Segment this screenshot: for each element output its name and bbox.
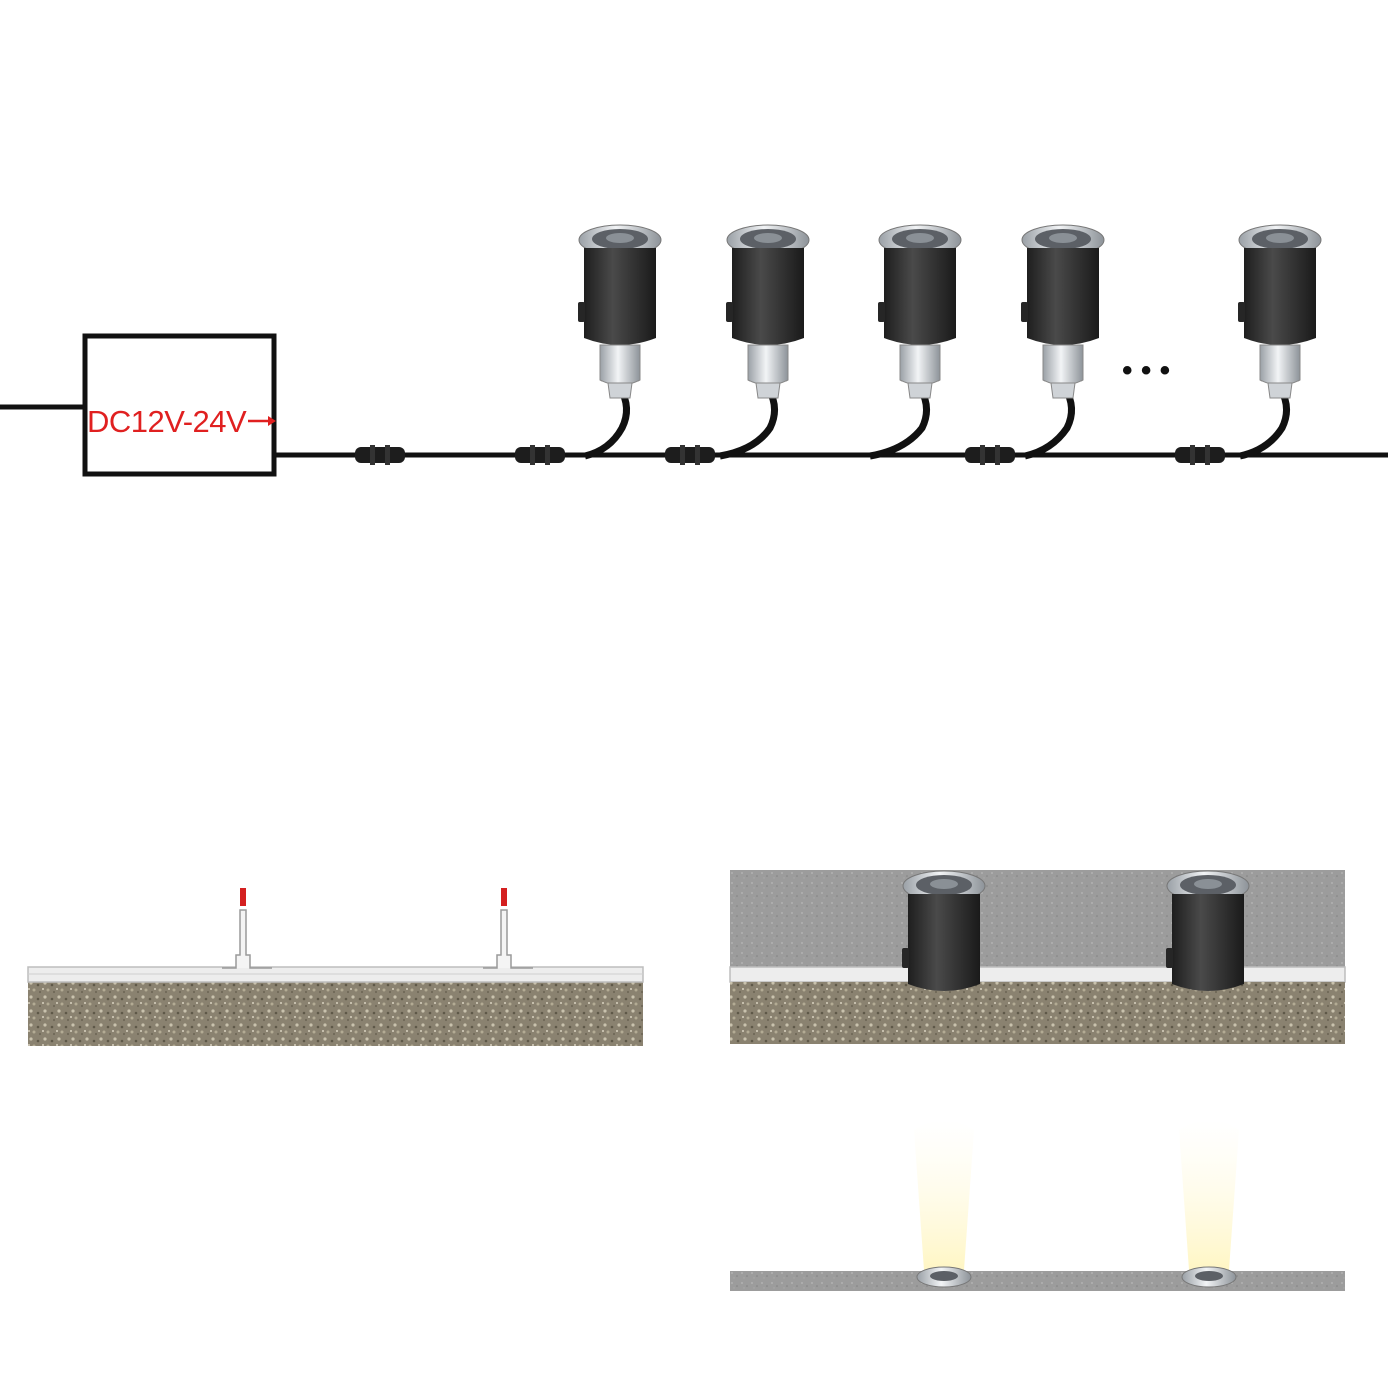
light-beam-1 bbox=[914, 1120, 974, 1270]
cable-connector bbox=[965, 445, 1015, 465]
psu-arrow-head bbox=[268, 416, 276, 426]
cable-connector bbox=[665, 445, 715, 465]
light-lead-2 bbox=[719, 386, 778, 460]
cable-connector bbox=[1175, 445, 1225, 465]
wiring-diagram: DC12V-24V • • • bbox=[0, 224, 1388, 477]
cable-connector bbox=[515, 445, 565, 465]
light-lead-3 bbox=[869, 386, 930, 460]
install-step-lights bbox=[729, 870, 1346, 1044]
gravel-layer bbox=[730, 982, 1345, 1044]
light-lead-1 bbox=[584, 386, 630, 460]
light-lead-5 bbox=[1239, 386, 1290, 460]
light-lead-4 bbox=[1024, 386, 1075, 460]
post-tip bbox=[501, 888, 507, 906]
light-beam-2 bbox=[1179, 1120, 1239, 1270]
marker-post-2 bbox=[483, 888, 533, 969]
paving-surface bbox=[730, 1271, 1345, 1291]
installed-light-1 bbox=[901, 870, 986, 992]
installed-light-2 bbox=[1165, 870, 1250, 992]
install-step-posts bbox=[27, 888, 644, 1046]
paving-layer bbox=[730, 870, 1345, 967]
inground-light-4 bbox=[1020, 224, 1105, 399]
psu-voltage-label: DC12V-24V bbox=[87, 404, 247, 439]
ground-slab bbox=[729, 966, 1346, 983]
install-step-lit bbox=[730, 1120, 1345, 1291]
marker-post-1 bbox=[222, 888, 272, 969]
inground-light-3 bbox=[877, 224, 962, 399]
inground-light-1 bbox=[577, 224, 662, 399]
power-supply-box bbox=[82, 333, 277, 477]
inground-light-5 bbox=[1237, 224, 1322, 399]
post-tip bbox=[240, 888, 246, 906]
gravel-layer bbox=[28, 982, 643, 1046]
cable-connector bbox=[355, 445, 405, 465]
inground-light-2 bbox=[725, 224, 810, 399]
continuation-ellipsis: • • • bbox=[1122, 354, 1170, 387]
